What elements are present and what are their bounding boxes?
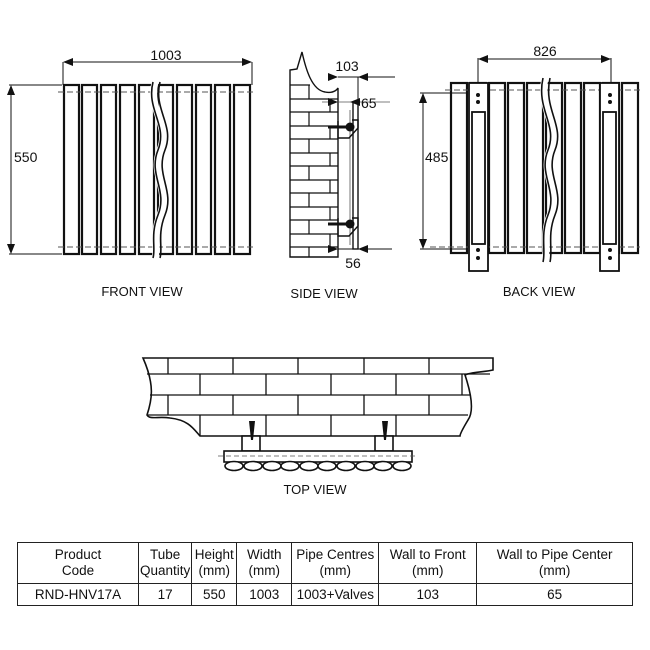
front-height-dim: 550 — [14, 149, 38, 165]
back-view-label: BACK VIEW — [503, 284, 576, 299]
back-bracket-centres-dim: 826 — [533, 43, 557, 59]
cell-pipe-centres: 1003+Valves — [291, 583, 380, 606]
cell-product-code: RND-HNV17A — [17, 583, 139, 606]
header-wall-to-pipe-center: Wall to Pipe Center(mm) — [476, 542, 633, 584]
front-view: 1003 550 FRONT VIEW — [7, 47, 256, 299]
header-width: Width(mm) — [236, 542, 293, 584]
cell-wall-to-front: 103 — [378, 583, 478, 606]
header-pipe-centres: Pipe Centres(mm) — [291, 542, 380, 584]
side-view: 103 65 56 SIDE VIEW — [289, 51, 395, 301]
front-width-dim: 1003 — [150, 47, 181, 63]
side-view-label: SIDE VIEW — [290, 286, 358, 301]
back-bracket-height-dim: 485 — [425, 149, 449, 165]
side-bracket-offset-dim: 56 — [345, 255, 361, 271]
cell-tube-quantity: 17 — [137, 583, 193, 606]
top-view-label: TOP VIEW — [283, 482, 347, 497]
header-wall-to-front: Wall to Front(mm) — [378, 542, 478, 584]
cell-wall-to-pipe-center: 65 — [476, 583, 633, 606]
side-wall-to-pipe-dim: 65 — [361, 95, 377, 111]
back-view: 826 — [419, 43, 640, 299]
header-height: Height(mm) — [191, 542, 238, 584]
front-view-label: FRONT VIEW — [101, 284, 183, 299]
side-wall-to-front-dim: 103 — [335, 58, 359, 74]
top-view: TOP VIEW — [141, 357, 494, 497]
cell-height: 550 — [191, 583, 238, 606]
cell-width: 1003 — [236, 583, 293, 606]
table-row: RND-HNV17A 17 550 1003 1003+Valves 103 6… — [17, 583, 633, 606]
